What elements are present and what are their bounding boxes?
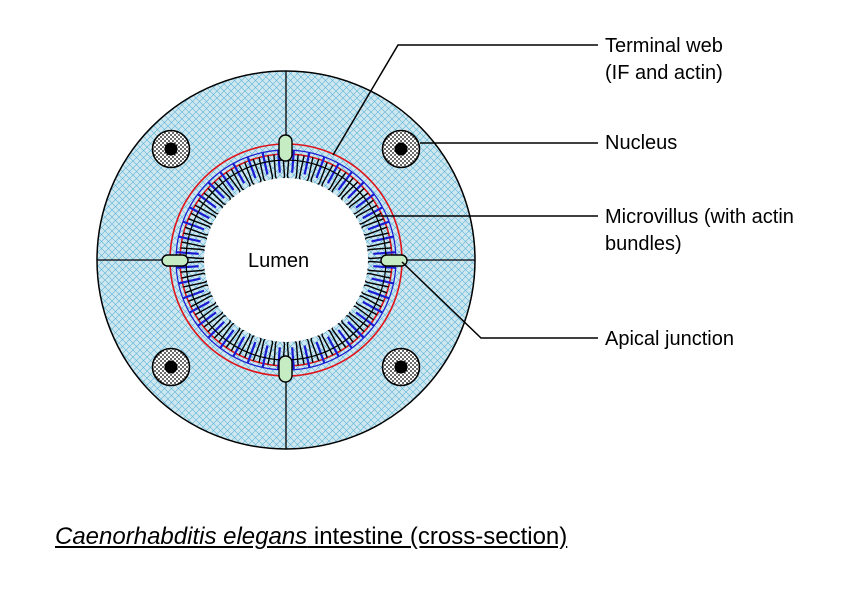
nucleolus-icon (394, 360, 408, 374)
apical-junctions (161, 134, 408, 383)
leader-lines (332, 44, 598, 339)
actin-bundle (326, 336, 340, 358)
microvillus-label-line1: Microvillus (with actin (605, 206, 794, 228)
apical-junction-icon (380, 254, 408, 267)
actin-bundle (178, 235, 201, 243)
apical-junction-label: Apical junction (605, 328, 734, 350)
nucleus-label: Nucleus (605, 132, 678, 154)
actin-bundle (355, 193, 375, 209)
actin-bundle (347, 321, 365, 339)
cell-boundaries (97, 71, 475, 449)
caption-species: Caenorhabditis elegans (55, 523, 308, 550)
actin-bundle (362, 300, 384, 314)
caption-rest: intestine (cross-section) (307, 523, 568, 550)
actin-bundle (219, 171, 235, 191)
actin-bundle (188, 300, 210, 314)
figure-caption: Caenorhabditis elegans intestine (cross-… (55, 521, 567, 553)
nucleus (151, 129, 191, 169)
actin-bundle (291, 347, 295, 370)
actin-bundle (232, 336, 246, 358)
actin-bundle (246, 341, 257, 364)
actin-bundle (182, 220, 205, 231)
nuclei (151, 129, 421, 387)
nucleolus-icon (394, 142, 408, 156)
actin-bundle (326, 162, 340, 184)
actin-bundle (176, 251, 199, 255)
actin-bundle (315, 156, 326, 179)
actin-bundle (337, 171, 353, 191)
actin-bundle (373, 265, 396, 269)
nucleus (151, 347, 191, 387)
actin-bundle (232, 162, 246, 184)
terminal-web-label: Terminal web (IF and actin) (605, 33, 723, 87)
actin-bundle (291, 150, 295, 173)
nucleolus-icon (164, 360, 178, 374)
microvillus-label-line2: bundles) (605, 233, 682, 255)
actin-bundle (367, 289, 390, 300)
apical-junction-icon (161, 254, 189, 267)
apical-junction-leader (401, 261, 598, 339)
nucleus (381, 347, 421, 387)
actin-bundle (315, 341, 326, 364)
actin-bundle (197, 193, 217, 209)
actin-bundle (178, 277, 201, 285)
nucleus (381, 129, 421, 169)
terminal-web-leader (332, 44, 598, 156)
actin-bundle (347, 181, 365, 199)
actin-bundle (371, 277, 394, 285)
actin-bundle (219, 329, 235, 349)
actin-bundle (176, 265, 199, 269)
terminal-web-label-line1: Terminal web (605, 35, 723, 57)
actin-bundle (207, 321, 225, 339)
actin-bundle (261, 345, 269, 368)
actin-bundle (261, 152, 269, 175)
actin-bundle (207, 181, 225, 199)
terminal-web-label-line2: (IF and actin) (605, 62, 723, 84)
actin-bundle (188, 206, 210, 220)
actin-bundle (371, 235, 394, 243)
nucleolus-icon (164, 142, 178, 156)
actin-bundle (362, 206, 384, 220)
actin-bundle (246, 156, 257, 179)
lumen (204, 178, 368, 342)
actin-bundle (373, 251, 396, 255)
microvillus-label: Microvillus (with actin bundles) (605, 204, 794, 258)
actin-bundle (303, 345, 311, 368)
apical-junction-icon (278, 134, 293, 162)
actin-bundle (303, 152, 311, 175)
actin-bundle (337, 329, 353, 349)
actin-bundle (355, 311, 375, 327)
lumen-label: Lumen (248, 250, 310, 272)
apical-junction-icon (278, 355, 293, 383)
actin-bundle (182, 289, 205, 300)
actin-bundle (367, 220, 390, 231)
actin-bundle (197, 311, 217, 327)
